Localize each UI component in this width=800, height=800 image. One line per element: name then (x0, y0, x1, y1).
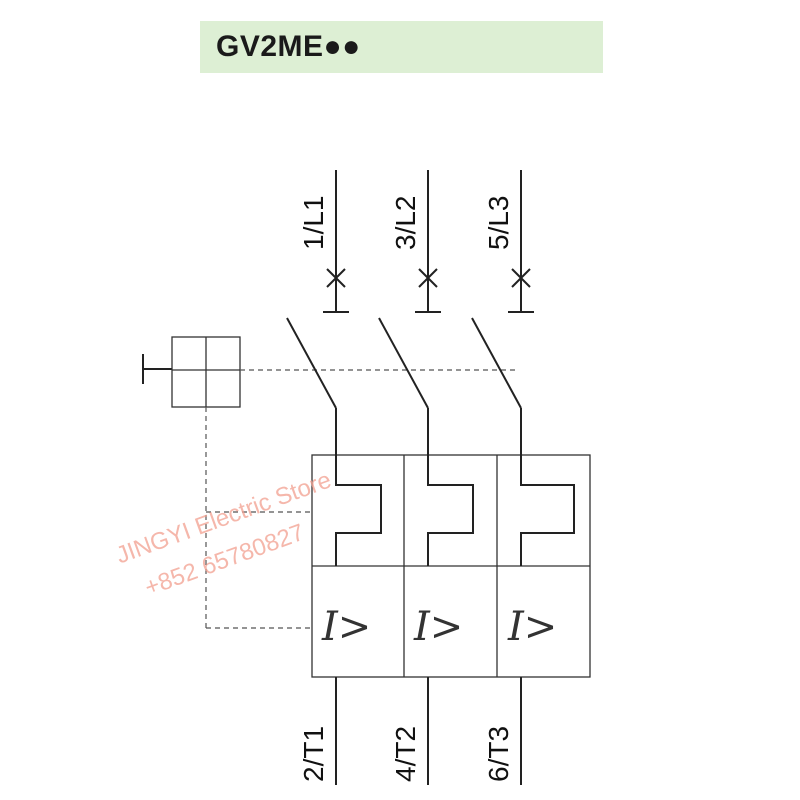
overcurrent-trip-symbol-2: I> (413, 604, 463, 650)
overcurrent-trip-symbol-3: I> (507, 604, 557, 650)
mechanical-linkage (205, 369, 515, 629)
title-banner: GV2ME●● (200, 21, 603, 73)
pole-2 (378, 170, 474, 785)
overcurrent-trip-symbol-1: I> (321, 604, 371, 650)
breaker-housing (311, 454, 591, 678)
pole-1 (286, 170, 382, 785)
watermark: JINGYI Electric Store +852 65780827 (113, 466, 335, 601)
terminal-label-5-L3: 5/L3 (483, 196, 514, 251)
product-code: GV2ME●● (216, 30, 361, 63)
pole-3 (471, 170, 575, 785)
terminal-label-1-L1: 1/L1 (298, 196, 329, 251)
terminal-label-3-L2: 3/L2 (390, 196, 421, 251)
terminal-label-4-T2: 4/T2 (390, 726, 421, 782)
terminal-label-2-T1: 2/T1 (298, 726, 329, 782)
manual-operator (142, 336, 241, 408)
terminal-label-6-T3: 6/T3 (483, 726, 514, 782)
